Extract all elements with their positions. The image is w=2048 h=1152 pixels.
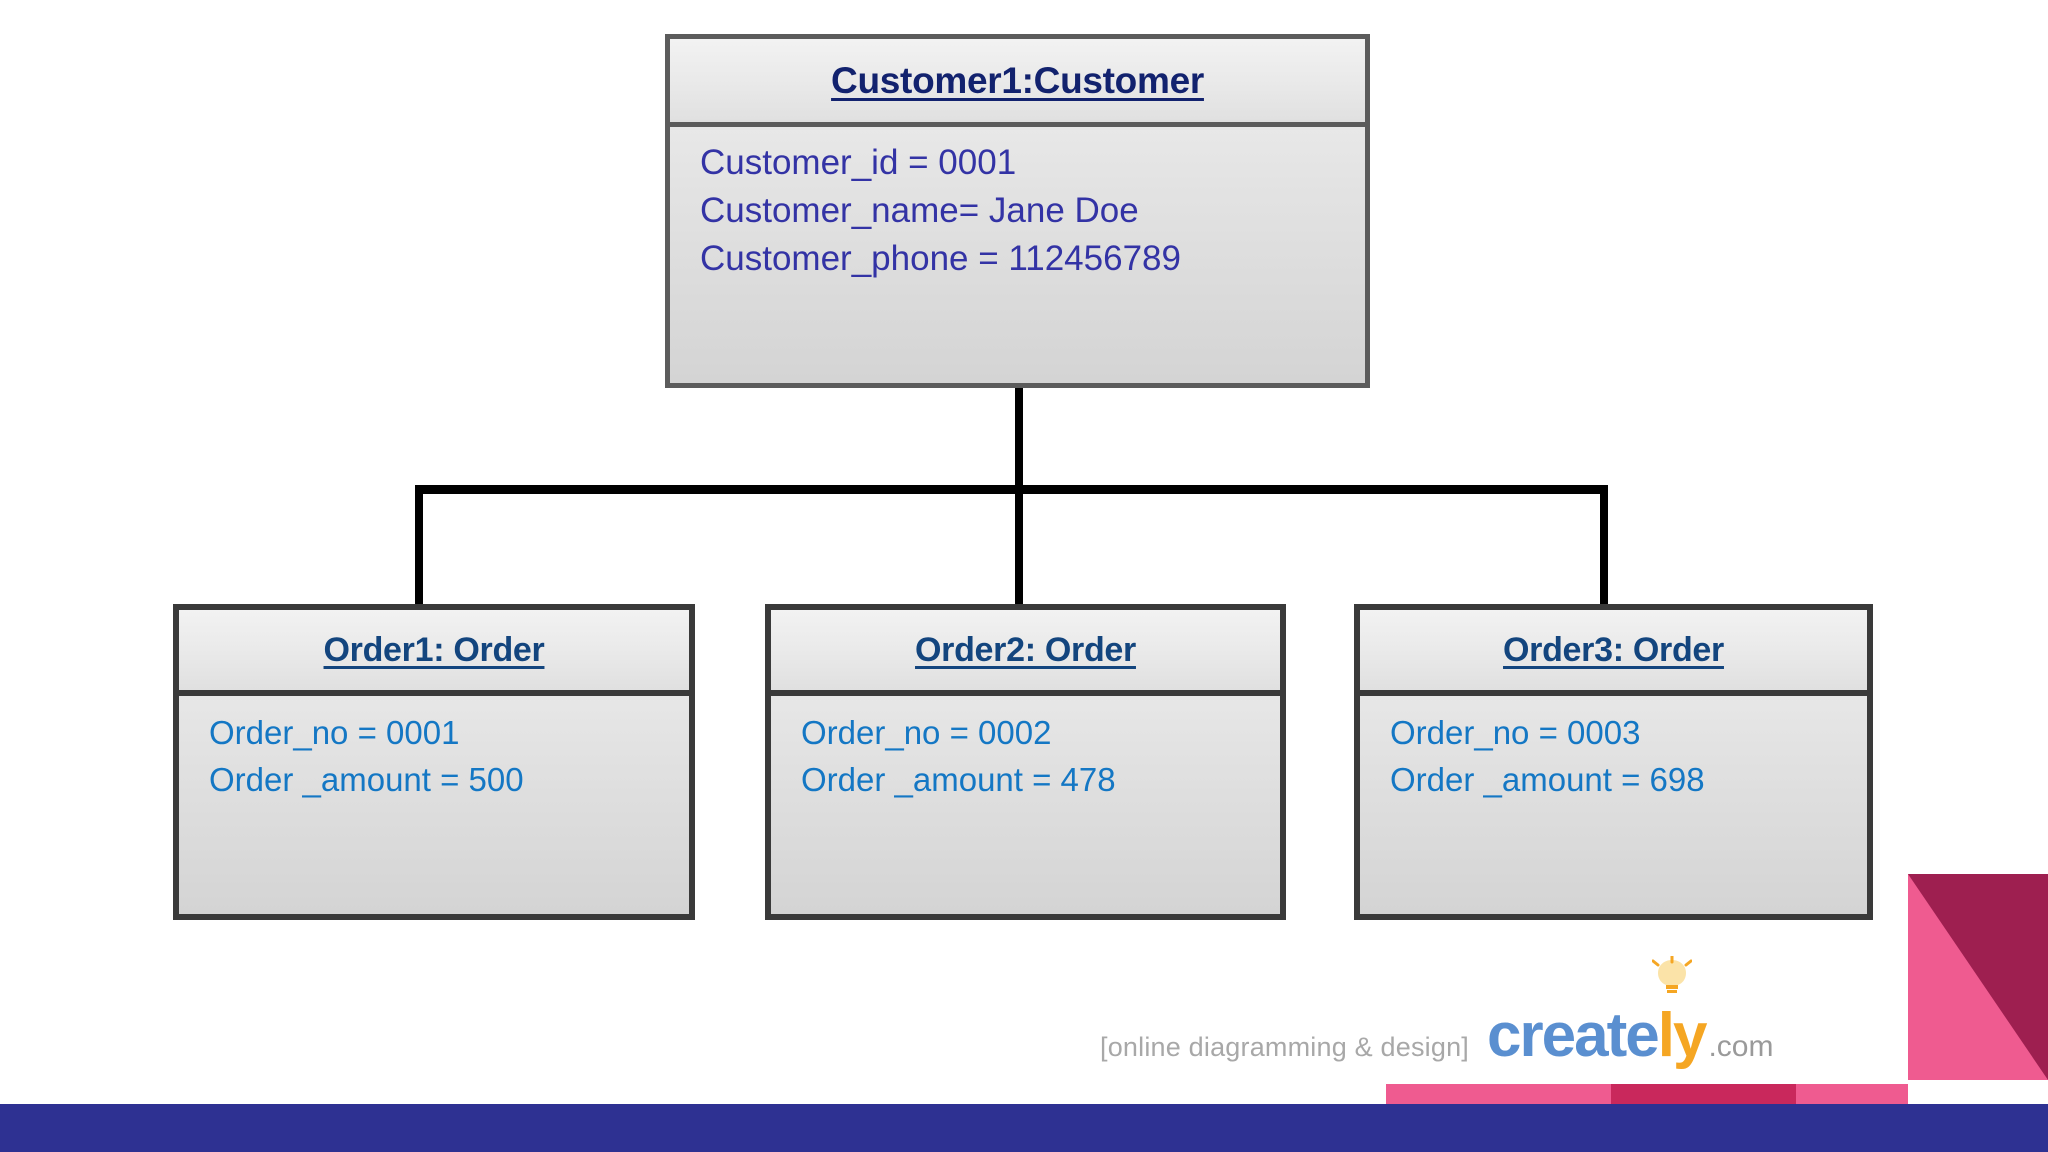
order2-attribute-amount: Order _amount = 478	[801, 761, 1116, 798]
customer-attribute-id: Customer_id = 0001	[700, 143, 1017, 182]
order1-attribute-amount: Order _amount = 500	[209, 761, 524, 798]
connector-customer-stem	[1015, 388, 1023, 492]
order3-attribute-no: Order_no = 0003	[1390, 714, 1641, 751]
order2-attributes: Order_no = 0002 Order _amount = 478	[771, 696, 1280, 914]
logo-text-dotcom: .com	[1708, 1030, 1774, 1063]
brand-tagline: [online diagramming & design]	[1100, 1032, 1470, 1062]
uml-object-order1[interactable]: Order1: Order Order_no = 0001 Order _amo…	[173, 604, 695, 920]
decorative-corner-block	[1908, 874, 2048, 1080]
uml-object-order2[interactable]: Order2: Order Order_no = 0002 Order _amo…	[765, 604, 1286, 920]
order2-attribute-no: Order_no = 0002	[801, 714, 1052, 751]
customer-attribute-phone: Customer_phone = 112456789	[700, 239, 1181, 278]
logo-text-create: create	[1487, 1001, 1660, 1070]
uml-object-customer[interactable]: Customer1:Customer Customer_id = 0001 Cu…	[665, 34, 1370, 388]
footer-bar	[0, 1104, 2048, 1152]
order2-title: Order2: Order	[915, 630, 1136, 669]
decorative-corner-triangle	[1908, 874, 2048, 1080]
customer-attributes: Customer_id = 0001 Customer_name= Jane D…	[670, 127, 1365, 383]
order3-attribute-amount: Order _amount = 698	[1390, 761, 1705, 798]
order1-attribute-no: Order_no = 0001	[209, 714, 460, 751]
customer-title: Customer1:Customer	[831, 59, 1204, 101]
order3-attributes: Order_no = 0003 Order _amount = 698	[1360, 696, 1867, 914]
connector-branch-order3	[1600, 485, 1608, 607]
order2-header: Order2: Order	[771, 610, 1280, 696]
lightbulb-icon	[1651, 956, 1692, 993]
connector-branch-order1	[415, 485, 423, 607]
order3-header: Order3: Order	[1360, 610, 1867, 696]
customer-header: Customer1:Customer	[670, 39, 1365, 127]
connector-branch-order2	[1015, 485, 1023, 607]
decorative-pink-strip-right	[1796, 1084, 1908, 1104]
logo-text-l: l	[1651, 956, 1692, 1071]
order1-header: Order1: Order	[179, 610, 689, 696]
uml-object-order3[interactable]: Order3: Order Order_no = 0003 Order _amo…	[1354, 604, 1873, 920]
order3-title: Order3: Order	[1503, 630, 1724, 669]
logo-text-y: y	[1672, 1001, 1708, 1070]
customer-attribute-name: Customer_name= Jane Doe	[700, 191, 1139, 230]
order1-attributes: Order_no = 0001 Order _amount = 500	[179, 696, 689, 914]
decorative-pink-strip-left	[1386, 1084, 1611, 1104]
connector-horizontal-bus	[415, 485, 1608, 494]
decorative-pink-strip-middle	[1611, 1084, 1796, 1104]
order1-title: Order1: Order	[323, 630, 545, 669]
